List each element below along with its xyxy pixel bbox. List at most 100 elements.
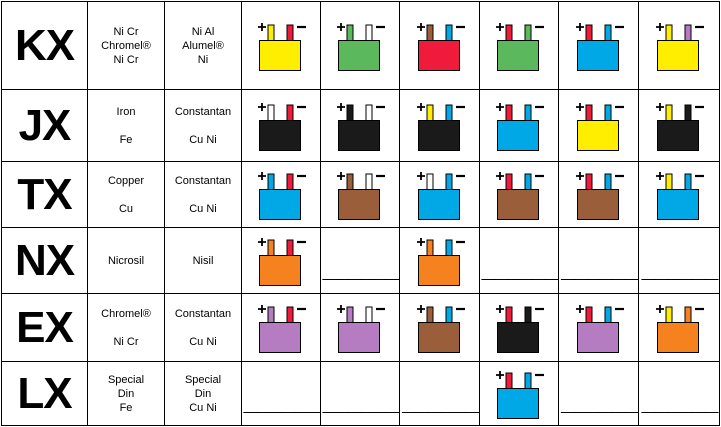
plus-sign-icon [337, 304, 345, 313]
negative-material-line: Constantan [174, 174, 232, 187]
positive-material-line: Chromel® [101, 307, 151, 320]
type-code: TX [1, 161, 88, 228]
negative-material-line: Nisil [192, 254, 214, 267]
plus-sign-icon [656, 171, 664, 180]
positive-pin [665, 24, 673, 41]
positive-material-line [88, 321, 164, 335]
positive-material-line: Din [117, 387, 135, 400]
connector-body [657, 39, 699, 71]
connector-cell [479, 293, 559, 362]
connector-cell: ______ [558, 361, 639, 426]
connector-body [497, 188, 539, 220]
positive-material-line: Cu [118, 202, 134, 215]
connector-body [259, 254, 301, 286]
connector-body [576, 321, 619, 353]
positive-material-line: Special [107, 373, 145, 386]
negative-material: Nisil [164, 227, 242, 294]
connector-cell [241, 293, 321, 362]
connector-body [338, 321, 380, 353]
positive-material-line: Nicrosil [107, 254, 145, 267]
connector-body [338, 188, 380, 220]
negative-pin [684, 24, 692, 41]
connector-cell: ______ [241, 361, 321, 426]
connector-plug-icon [496, 370, 544, 419]
positive-pin [346, 104, 354, 121]
connector-cell [241, 227, 321, 294]
not-available-dash: ______ [481, 252, 559, 283]
positive-pin [585, 173, 592, 190]
plus-sign-icon [575, 304, 584, 313]
connector-plug-icon [416, 171, 465, 220]
positive-material-line: Ni Cr [113, 335, 139, 348]
negative-material-line: Ni Al [191, 25, 215, 38]
negative-material-line: Special [184, 373, 222, 386]
connector-plug-icon [575, 22, 624, 71]
connector-cell [320, 1, 400, 90]
connector-cell [399, 161, 480, 228]
negative-pin [445, 239, 452, 256]
connector-cell [241, 161, 321, 228]
connector-cell [399, 89, 480, 162]
connector-plug-icon [416, 304, 465, 353]
connector-plug-icon [416, 102, 465, 151]
negative-pin [524, 173, 532, 190]
positive-pin [426, 239, 433, 256]
connector-plug-icon [258, 237, 306, 286]
type-code: NX [1, 227, 88, 294]
negative-material-line: Constantan [174, 105, 232, 118]
connector-cell [320, 89, 400, 162]
negative-pin [445, 24, 452, 41]
plus-sign-icon [575, 22, 584, 31]
negative-material-line [165, 188, 241, 202]
connector-plug-icon [656, 22, 704, 71]
negative-material-line: Cu Ni [189, 335, 217, 348]
connector-plug-icon [258, 304, 306, 353]
positive-material: Chromel® Ni Cr [87, 293, 165, 362]
positive-pin [426, 173, 433, 190]
positive-pin [505, 104, 513, 121]
not-available-dash: ______ [561, 385, 638, 416]
connector-cell [399, 227, 480, 294]
connector-body [657, 119, 699, 151]
positive-material-line: Fe [119, 401, 133, 414]
not-available-dash: ______ [641, 252, 719, 283]
connector-body [417, 119, 460, 151]
connector-body [497, 119, 539, 151]
connector-cell [320, 161, 400, 228]
not-available-dash: ______ [322, 252, 400, 283]
positive-pin [585, 306, 592, 323]
plus-sign-icon [258, 22, 266, 31]
connector-body [259, 321, 301, 353]
positive-material-line: Ni Cr [113, 53, 139, 66]
negative-material-line [165, 119, 241, 133]
positive-pin [426, 104, 433, 121]
type-code: EX [1, 293, 88, 362]
plus-sign-icon [496, 102, 504, 111]
plus-sign-icon [496, 304, 504, 313]
connector-cell [638, 1, 720, 90]
connector-cell [558, 1, 639, 90]
positive-pin [267, 24, 275, 41]
connector-cell: ______ [320, 361, 400, 426]
negative-material-line: Constantan [174, 307, 232, 320]
connector-body [576, 188, 619, 220]
not-available-dash: ______ [561, 252, 638, 283]
negative-pin [286, 306, 294, 323]
connector-body [497, 39, 539, 71]
plus-sign-icon [258, 171, 266, 180]
connector-cell: ______ [479, 227, 559, 294]
positive-pin [426, 306, 433, 323]
positive-pin [426, 24, 433, 41]
negative-pin [365, 306, 373, 323]
connector-body [338, 39, 380, 71]
connector-cell [638, 89, 720, 162]
plus-sign-icon [258, 237, 266, 246]
connector-plug-icon [416, 237, 465, 286]
negative-material-line: Cu Ni [189, 401, 217, 414]
plus-sign-icon [575, 171, 584, 180]
